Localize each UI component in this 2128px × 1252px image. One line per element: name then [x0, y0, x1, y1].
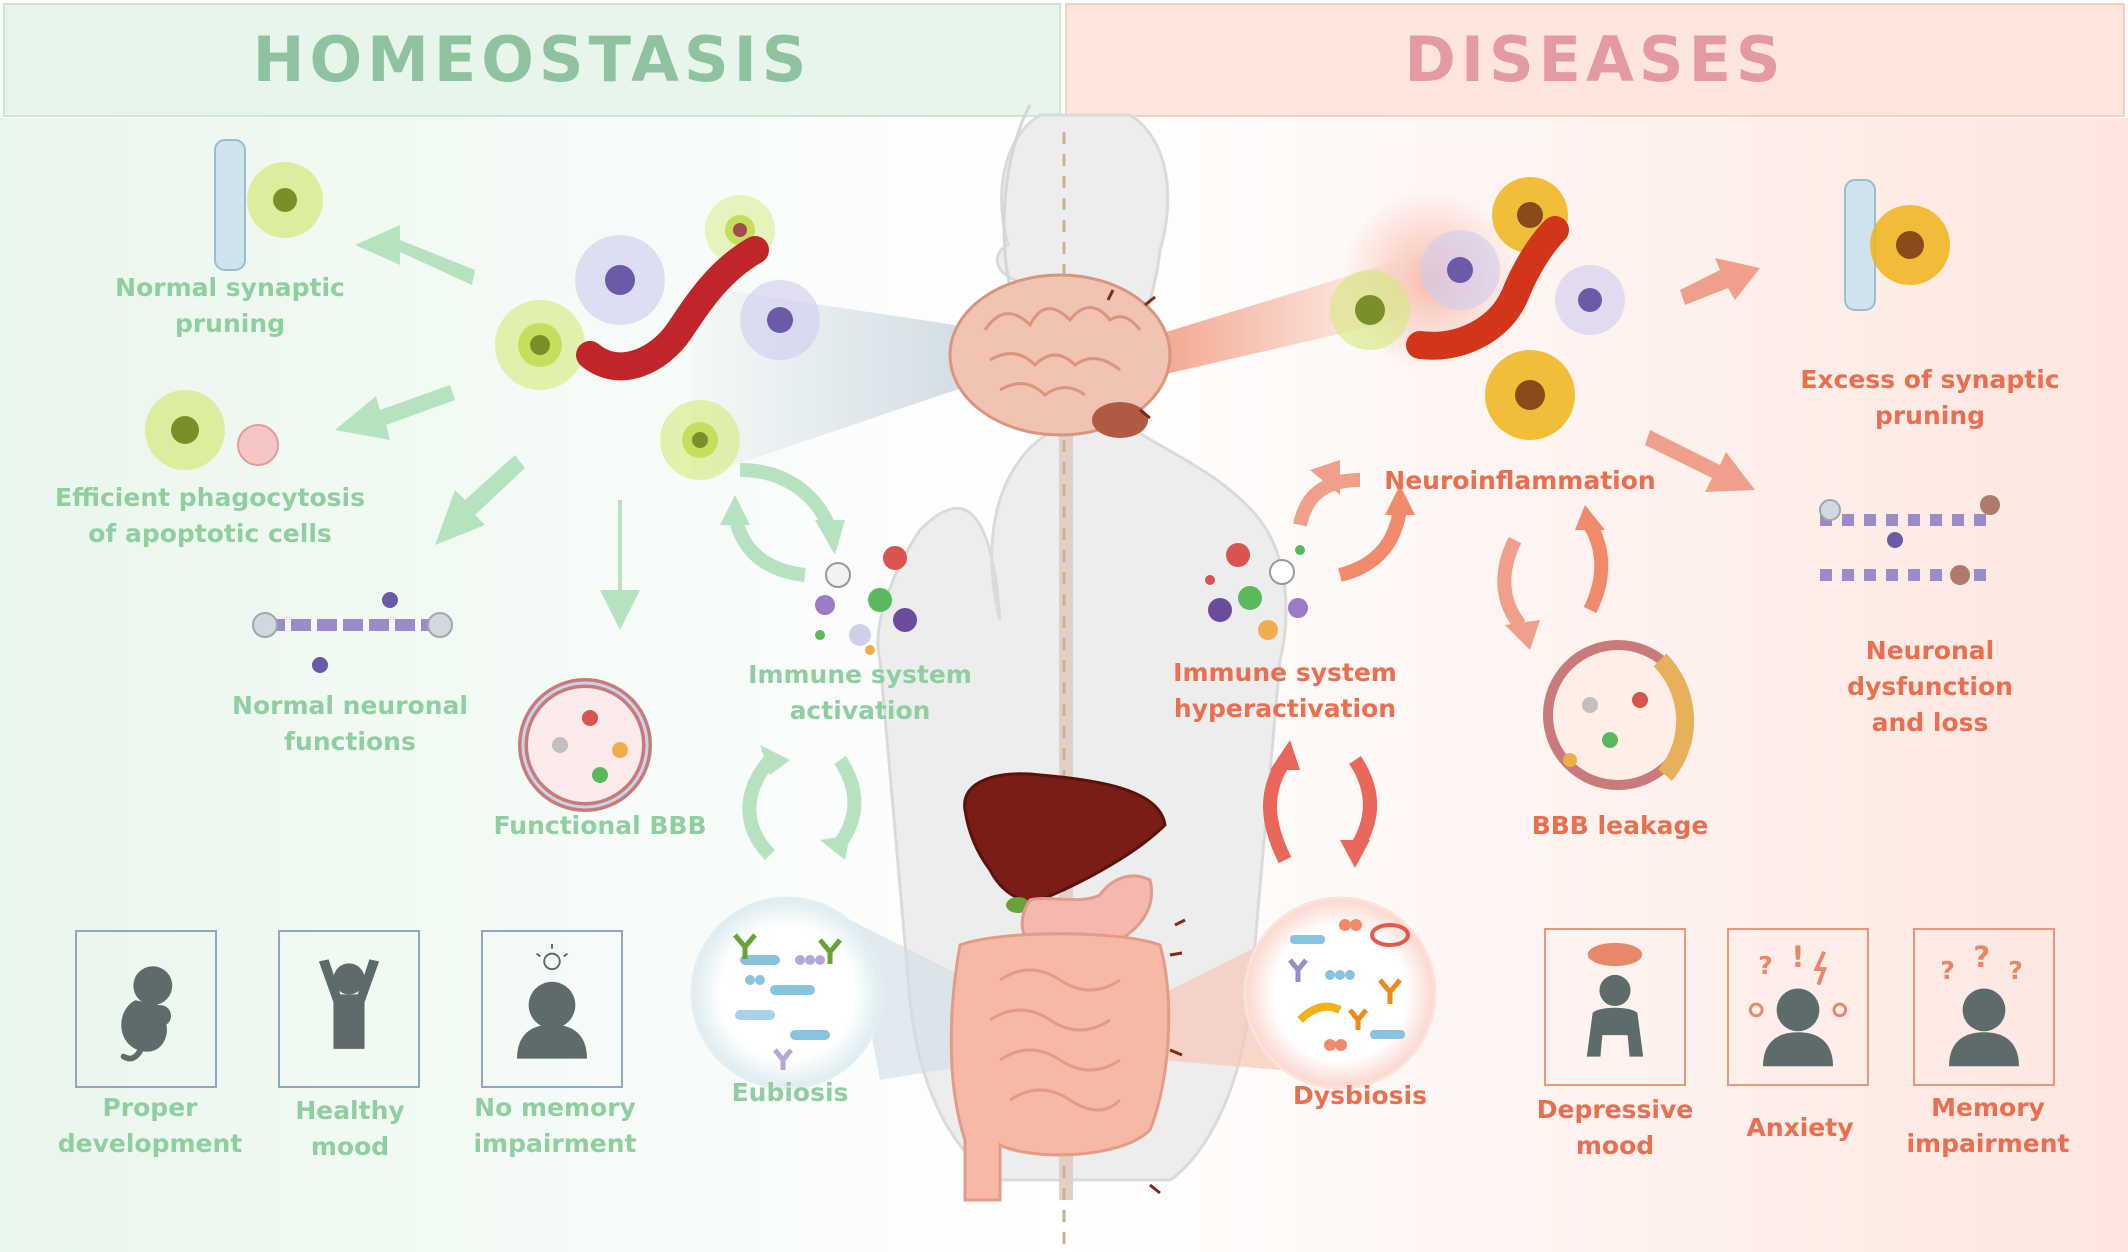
- proper-development-label: Proper development: [55, 1090, 245, 1162]
- brain-icon: [948, 273, 1172, 438]
- label-line: pruning: [174, 309, 286, 338]
- neuronal-dysfunction-label: Neuronal dysfunction and loss: [1780, 633, 2080, 741]
- label-line: Immune system: [1173, 658, 1397, 687]
- neurons-icon-left: [252, 592, 453, 673]
- fetus-icon: [120, 966, 173, 1062]
- immune-to-neuroinflammation-arrow: [1338, 508, 1407, 582]
- label-line: functions: [284, 727, 416, 756]
- bbb-leakage-icon: [1543, 640, 1694, 790]
- memory-impairment-label: Memory impairment: [1893, 1090, 2083, 1162]
- arrowhead: [760, 745, 790, 775]
- synaptic-pruning-icon-right: [1844, 179, 1950, 311]
- neuroinflammation-to-bbb-arrow: [1497, 536, 1526, 630]
- neurons-icon-right: [1819, 495, 2000, 585]
- arrowhead: [1310, 460, 1340, 495]
- label-line: of apoptotic cells: [88, 519, 332, 548]
- dysbiosis-microbiota-icon: [1243, 896, 1437, 1090]
- lightbulb-head-icon: [517, 943, 587, 1059]
- depressive-mood-label: Depressive mood: [1520, 1092, 1710, 1164]
- svg-text:?: ?: [1973, 940, 1990, 974]
- label-line: pruning: [1874, 401, 1986, 430]
- label-line: impairment: [473, 1129, 637, 1158]
- synaptic-pruning-icon-left: [214, 139, 323, 271]
- phagocytosis-icon: [145, 390, 279, 470]
- immune-system-hyperactivation-label: Immune system hyperactivation: [1165, 655, 1405, 727]
- label-line: Memory: [1931, 1093, 2045, 1122]
- label-line: and loss: [1871, 708, 1989, 737]
- label-line: Healthy: [295, 1096, 405, 1125]
- homeostasis-title: HOMEOSTASIS: [252, 22, 812, 96]
- exclamation-head-icon: ? !: [1748, 940, 1848, 1067]
- label-line: impairment: [1906, 1129, 2070, 1158]
- bbb-leakage-label: BBB leakage: [1531, 811, 1709, 840]
- eubiosis-label: Eubiosis: [731, 1078, 849, 1107]
- homeostasis-header-bar: [3, 3, 1061, 117]
- diseases-header-bar: [1065, 3, 2125, 117]
- svg-text:?: ?: [1758, 951, 1773, 980]
- normal-neuronal-functions-label: Normal neuronal functions: [220, 688, 480, 760]
- label-line: development: [57, 1129, 243, 1158]
- brain-beam-right: [1140, 260, 1400, 380]
- intestines-icon: [949, 918, 1186, 1202]
- label-line: No memory: [474, 1093, 636, 1122]
- label-line: Immune system: [748, 660, 972, 689]
- neuroinflammation-label: Neuroinflammation: [1384, 466, 1656, 495]
- memory-impairment-box: ? ? ?: [1913, 928, 2055, 1086]
- bbb-to-neuroinflammation-arrow: [1583, 521, 1609, 614]
- label-line: hyperactivation: [1173, 694, 1397, 723]
- liver-icon: [963, 772, 1167, 913]
- homeostasis-arrows: [335, 225, 640, 630]
- arrowhead: [1575, 505, 1605, 530]
- healthy-mood-box: [278, 930, 420, 1088]
- eubiosis-microbiota-icon: [690, 896, 884, 1090]
- neuroinflammation-to-immune-arrow: [1293, 473, 1361, 527]
- diseases-title: DISEASES: [1404, 22, 1786, 96]
- label-line: mood: [1575, 1131, 1655, 1160]
- normal-synaptic-pruning-label: Normal synaptic pruning: [90, 270, 370, 342]
- efficient-phagocytosis-label: Efficient phagocytosis of apoptotic cell…: [55, 480, 365, 552]
- no-memory-impairment-label: No memory impairment: [460, 1090, 650, 1162]
- immune-cells-right: [1205, 543, 1308, 640]
- arrowhead: [1385, 485, 1415, 515]
- arrowhead: [1270, 740, 1300, 770]
- no-memory-impairment-box: [481, 930, 623, 1088]
- immune-cells-left: [815, 546, 917, 655]
- proper-development-box: [75, 930, 217, 1088]
- functional-bbb-icon: [518, 678, 652, 812]
- svg-text:!: !: [1791, 940, 1804, 974]
- svg-text:?: ?: [1940, 956, 1955, 985]
- gut-to-immune-arrow-green: [742, 755, 776, 860]
- label-line: activation: [789, 696, 931, 725]
- excess-synaptic-pruning-label: Excess of synaptic pruning: [1800, 362, 2060, 434]
- microglia-cluster-right: [1330, 177, 1625, 440]
- microglia-cluster-left: [495, 195, 820, 480]
- dysbiosis-label: Dysbiosis: [1293, 1081, 1427, 1110]
- label-line: Normal synaptic: [115, 273, 345, 302]
- label-line: Proper: [102, 1093, 198, 1122]
- immune-system-activation-label: Immune system activation: [745, 657, 975, 729]
- label-line: Normal neuronal: [232, 691, 468, 720]
- arrowhead: [1505, 620, 1540, 650]
- diseases-arrows: [1645, 258, 1760, 492]
- functional-bbb-label: Functional BBB: [493, 811, 707, 840]
- arrowhead: [720, 495, 750, 525]
- question-head-icon: ? ? ?: [1940, 940, 2023, 1067]
- label-line: Excess of synaptic: [1800, 365, 2060, 394]
- svg-text:?: ?: [2008, 956, 2023, 985]
- label-line: Neuronal dysfunction: [1847, 636, 2013, 701]
- label-line: mood: [310, 1132, 390, 1161]
- raised-arms-person-icon: [318, 959, 380, 1049]
- arrowhead: [820, 835, 850, 860]
- depressive-mood-box: [1544, 928, 1686, 1086]
- cloud-head-hugging-knees-icon: [1586, 942, 1644, 1057]
- anxiety-label: Anxiety: [1746, 1113, 1854, 1142]
- arrowhead: [1340, 840, 1370, 868]
- anxiety-box: ? !: [1727, 928, 1869, 1086]
- label-line: Efficient phagocytosis: [55, 483, 365, 512]
- label-line: Depressive: [1536, 1095, 1694, 1124]
- arrowhead: [815, 520, 845, 555]
- healthy-mood-label: Healthy mood: [270, 1093, 430, 1165]
